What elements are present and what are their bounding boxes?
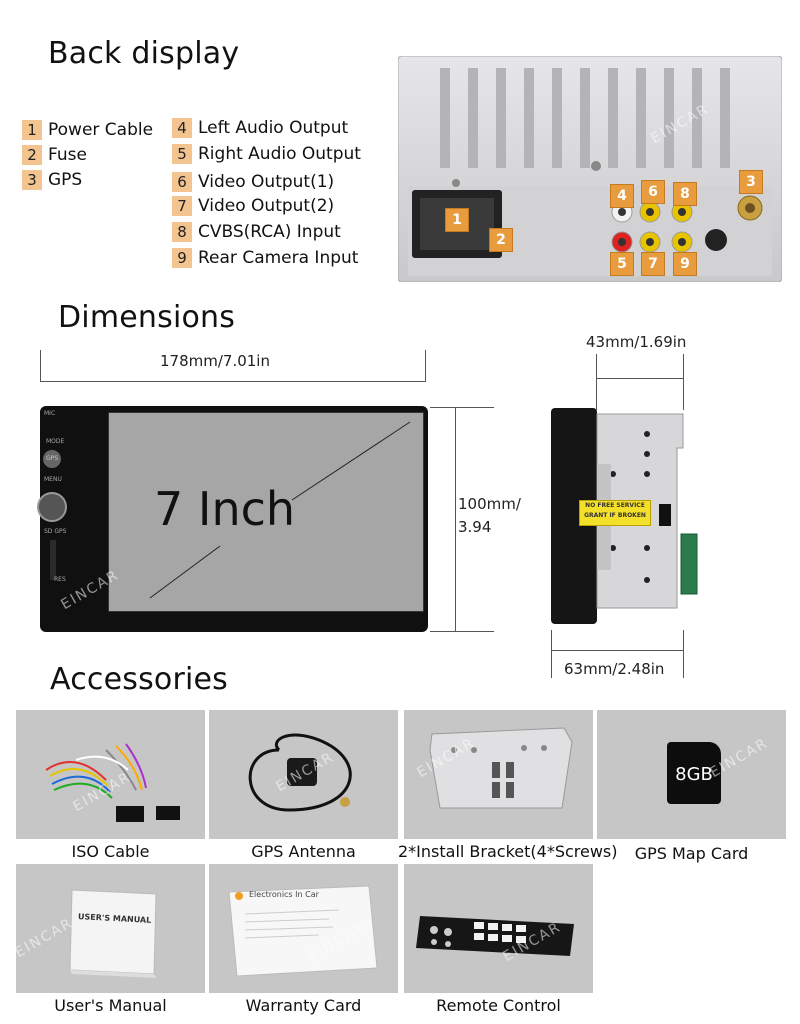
accessory-label: GPS Antenna (251, 842, 356, 861)
back-panel-photo: 1 2 3 4 5 6 7 8 9 EINCAR (398, 56, 782, 282)
width-dimension-line (40, 381, 426, 382)
port-tag-1: 1 (445, 208, 469, 232)
depth-top-label: 43mm/1.69in (586, 333, 687, 351)
gps-button[interactable]: GPS (43, 450, 61, 468)
port-tag-5: 5 (610, 252, 634, 276)
legend-label: CVBS(RCA) Input (198, 222, 341, 242)
gps-map-card-photo: 8GB EINCAR (597, 710, 786, 839)
depth-bottom-tick-right (683, 630, 684, 678)
legend-label: Rear Camera Input (198, 248, 359, 268)
legend-label: GPS (48, 170, 83, 190)
panel-label-menu: MENU (44, 476, 62, 483)
legend-label: Video Output(1) (198, 172, 335, 192)
users-manual-photo: USER'S MANUAL EINCAR (16, 864, 205, 993)
dim-tick-right (425, 350, 426, 382)
legend-item: 2 Fuse (22, 144, 153, 166)
legend-label: Power Cable (48, 120, 154, 140)
panel-label-sd: SD GPS (44, 528, 67, 535)
legend-number: 8 (172, 222, 192, 242)
legend-item: 4 Left Audio Output (172, 117, 361, 139)
accessory-label: 2*Install Bracket(4*Screws) (398, 842, 618, 861)
warranty-card-photo: Electronics In Car EINCAR (209, 864, 398, 993)
port-tag-3: 3 (739, 170, 763, 194)
legend-number: 5 (172, 144, 192, 164)
depth-top-line (596, 378, 684, 379)
install-bracket-photo: EINCAR (404, 710, 593, 839)
accessories-title: Accessories (50, 662, 229, 697)
legend-item: 3 GPS (22, 169, 153, 191)
screen-diagonal (149, 421, 411, 599)
legend-label: Video Output(2) (198, 196, 335, 216)
sd-card: 8GB (667, 742, 721, 804)
legend-number: 6 (172, 172, 192, 192)
port-tag-2: 2 (489, 228, 513, 252)
panel-label-mic: MIC (44, 410, 56, 417)
panel-label-res: RES (54, 576, 66, 583)
back-panel-drawing (398, 56, 782, 282)
remote-drawing (416, 916, 574, 956)
legend-item: 7 Video Output(2) (172, 195, 361, 217)
width-label: 178mm/7.01in (160, 352, 270, 370)
depth-bottom-line (551, 650, 684, 651)
iso-cable-drawing (45, 743, 180, 822)
legend-item: 5 Right Audio Output (172, 143, 361, 165)
sd-card-capacity: 8GB (675, 764, 713, 785)
height-label-line2: 3.94 (458, 518, 492, 536)
legend-number: 2 (22, 145, 42, 165)
legend-item: 9 Rear Camera Input (172, 247, 361, 269)
remote-control-photo: EINCAR (404, 864, 593, 993)
back-display-title: Back display (48, 36, 240, 71)
port-tag-7: 7 (641, 252, 665, 276)
depth-bottom-label: 63mm/2.48in (564, 660, 665, 678)
legend-item: 8 CVBS(RCA) Input (172, 221, 361, 243)
front-unit: 7 Inch MIC MODE GPS MENU SD GPS RES EINC… (37, 406, 428, 632)
warranty-card-header: Electronics In Car (249, 890, 319, 899)
legend-label: Right Audio Output (198, 144, 361, 164)
legend-number: 7 (172, 196, 192, 216)
warranty-card-drawing (228, 885, 378, 977)
manual-drawing (69, 889, 157, 978)
height-label-line1: 100mm/ (458, 495, 521, 513)
dim-tick-left (40, 350, 41, 382)
accessory-label: GPS Map Card (634, 844, 749, 863)
warranty-sticker: NO FREE SERVICE GRANT IF BROKEN (579, 500, 651, 526)
depth-tick-right (683, 354, 684, 410)
port-tag-6: 6 (641, 180, 665, 204)
screen (108, 412, 424, 612)
port-tag-4: 4 (610, 184, 634, 208)
accessory-label: ISO Cable (71, 842, 150, 861)
legend-number: 4 (172, 118, 192, 138)
sd-slot (50, 540, 56, 580)
legend-right: 4 Left Audio Output 5 Right Audio Output 6… (172, 117, 361, 269)
panel-label-mode: MODE (46, 438, 65, 445)
sticker-text-1: NO FREE SERVICE (585, 502, 645, 509)
legend-number: 1 (22, 120, 42, 140)
accessory-label: Warranty Card (245, 996, 362, 1015)
gps-antenna-drawing (248, 733, 352, 812)
port-tag-8: 8 (673, 182, 697, 206)
height-dimension-line (455, 407, 456, 632)
volume-knob[interactable] (37, 492, 67, 522)
legend-number: 9 (172, 248, 192, 268)
side-unit: NO FREE SERVICE GRANT IF BROKEN (551, 408, 701, 628)
depth-bottom-tick-left (551, 630, 552, 678)
legend-left: 1 Power Cable 2 Fuse 3 GPS (22, 119, 153, 191)
iso-cable-photo: EINCAR (16, 710, 205, 839)
sticker-text-2: GRANT IF BROKEN (584, 512, 646, 519)
gps-antenna-photo: EINCAR (209, 710, 398, 839)
legend-item: 1 Power Cable (22, 119, 153, 141)
legend-number: 3 (22, 170, 42, 190)
height-tick-bottom (430, 631, 494, 632)
accessory-label: Remote Control (436, 996, 561, 1015)
dimensions-title: Dimensions (58, 300, 236, 335)
bracket-drawing (429, 727, 573, 809)
legend-item: 6 Video Output(1) (172, 171, 361, 193)
accessory-label: User's Manual (54, 996, 167, 1015)
legend-label: Fuse (48, 145, 87, 165)
depth-tick-left (596, 354, 597, 410)
screen-size-label: 7 Inch (154, 482, 296, 536)
port-tag-9: 9 (673, 252, 697, 276)
height-tick-top (430, 407, 494, 408)
legend-label: Left Audio Output (198, 118, 349, 138)
